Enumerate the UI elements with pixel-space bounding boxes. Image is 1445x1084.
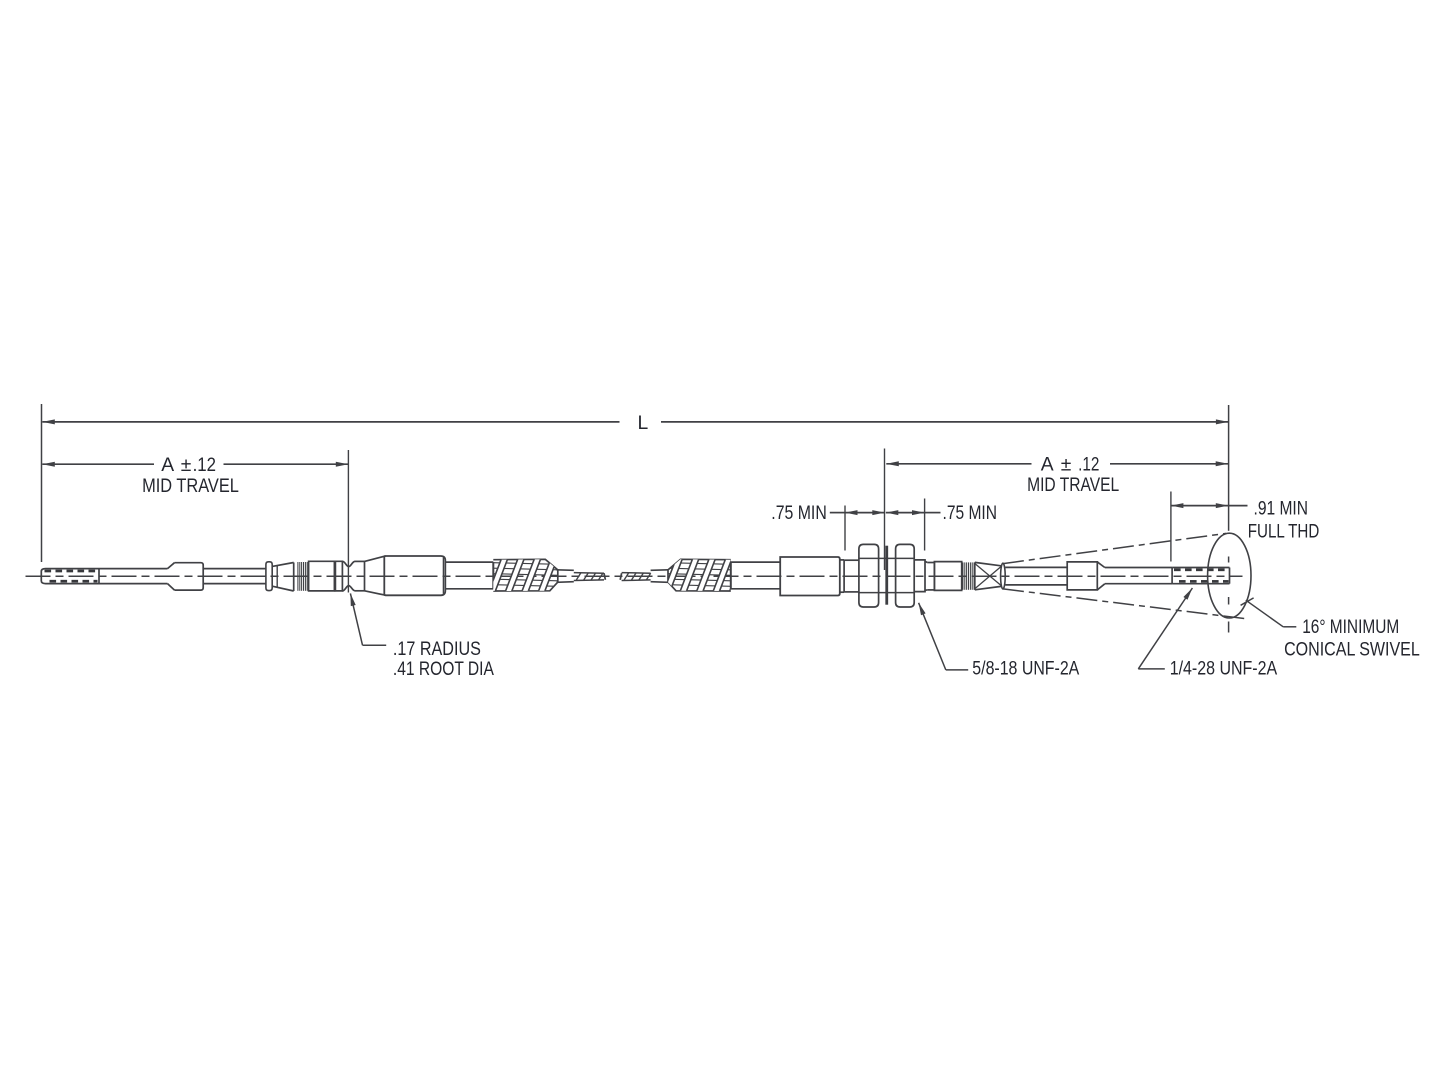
- svg-text:A: A: [1041, 454, 1054, 475]
- svg-text:.75 MIN: .75 MIN: [943, 503, 998, 524]
- svg-text:5/8-18 UNF-2A: 5/8-18 UNF-2A: [972, 659, 1079, 680]
- svg-text:±: ±: [1061, 454, 1072, 475]
- svg-text:CONICAL SWIVEL: CONICAL SWIVEL: [1284, 639, 1420, 660]
- svg-text:MID TRAVEL: MID TRAVEL: [1027, 475, 1119, 496]
- svg-text:.41 ROOT DIA: .41 ROOT DIA: [393, 659, 494, 680]
- svg-text:16° MINIMUM: 16° MINIMUM: [1302, 617, 1399, 638]
- svg-text:.17 RADIUS: .17 RADIUS: [393, 639, 481, 660]
- svg-text:.12: .12: [1078, 454, 1099, 475]
- svg-text:MID TRAVEL: MID TRAVEL: [142, 476, 239, 497]
- svg-text:.75 MIN: .75 MIN: [771, 503, 827, 524]
- svg-text:±: ±: [181, 455, 192, 476]
- svg-text:L: L: [638, 413, 649, 434]
- svg-text:.12: .12: [193, 455, 216, 476]
- svg-text:A: A: [161, 455, 174, 476]
- svg-text:.91 MIN: .91 MIN: [1254, 498, 1309, 519]
- svg-text:FULL THD: FULL THD: [1248, 521, 1320, 542]
- svg-text:1/4-28 UNF-2A: 1/4-28 UNF-2A: [1170, 659, 1278, 680]
